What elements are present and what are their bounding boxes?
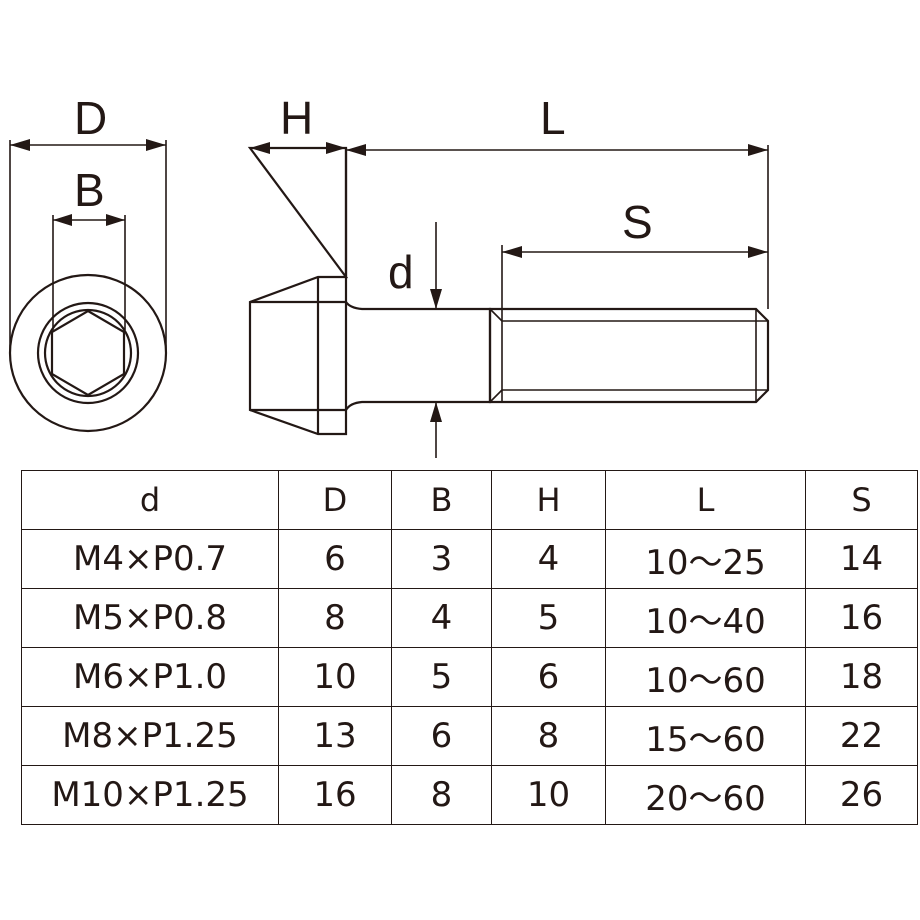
head-outer-circle <box>8 273 168 433</box>
table-cell: M10×P1.25 <box>21 765 279 825</box>
table-row: M6×P1.0 10 5 6 10～60 18 <box>21 647 918 707</box>
table-cell: 26 <box>805 765 918 825</box>
label-D: D <box>74 92 107 144</box>
table-cell: M8×P1.25 <box>21 706 279 766</box>
table-cell: 15～60 <box>605 706 806 766</box>
label-H: H <box>280 92 313 144</box>
header-cell-B: B <box>391 470 492 530</box>
header-cell-d: d <box>21 470 279 530</box>
table-cell: 4 <box>491 529 606 589</box>
table-cell: 10 <box>278 647 392 707</box>
header-cell-S: S <box>805 470 918 530</box>
bolt-dimension-drawing: D B H <box>8 92 770 458</box>
table-cell: 10 <box>491 765 606 825</box>
table-cell: M6×P1.0 <box>21 647 279 707</box>
table-cell: 16 <box>278 765 392 825</box>
header-cell-D: D <box>278 470 392 530</box>
table-cell: 13 <box>278 706 392 766</box>
table-row: M5×P0.8 8 4 5 10～40 16 <box>21 588 918 648</box>
table-cell: 22 <box>805 706 918 766</box>
table-cell: 6 <box>391 706 492 766</box>
table-cell: M5×P0.8 <box>21 588 279 648</box>
table-cell: 10～60 <box>605 647 806 707</box>
bolt-shank <box>345 301 492 411</box>
table-cell: M4×P0.7 <box>21 529 279 589</box>
label-d: d <box>388 246 414 298</box>
table-row: M10×P1.25 16 8 10 20～60 26 <box>21 765 918 825</box>
table-cell: 8 <box>278 588 392 648</box>
table-cell: 6 <box>491 647 606 707</box>
end-view: D B <box>8 92 168 433</box>
table-cell: 4 <box>391 588 492 648</box>
header-cell-L: L <box>605 470 806 530</box>
table-cell: 20～60 <box>605 765 806 825</box>
label-L: L <box>540 92 566 144</box>
table-cell: 18 <box>805 647 918 707</box>
table-cell: 3 <box>391 529 492 589</box>
table-cell: 6 <box>278 529 392 589</box>
bolt-head <box>247 146 349 436</box>
head-inner-circle <box>36 301 140 405</box>
table-cell: 16 <box>805 588 918 648</box>
label-B: B <box>74 164 105 216</box>
socket-circle <box>43 308 133 398</box>
bolt-thread <box>488 307 770 404</box>
table-cell: 5 <box>391 647 492 707</box>
table-cell: 8 <box>491 706 606 766</box>
table-cell: 10～40 <box>605 588 806 648</box>
table-row: M4×P0.7 6 3 4 10～25 14 <box>21 529 918 589</box>
label-S: S <box>622 196 653 248</box>
table-cell: 14 <box>805 529 918 589</box>
spec-table: d D B H L S M4×P0.7 6 3 4 10～25 14 M5×P0… <box>21 470 918 825</box>
table-row: M8×P1.25 13 6 8 15～60 22 <box>21 706 918 766</box>
table-cell: 8 <box>391 765 492 825</box>
table-cell: 5 <box>491 588 606 648</box>
table-cell: 10～25 <box>605 529 806 589</box>
table-header-row: d D B H L S <box>21 470 918 530</box>
side-view: H L S d <box>247 92 770 458</box>
header-cell-H: H <box>491 470 606 530</box>
hex-socket-icon <box>50 309 126 397</box>
